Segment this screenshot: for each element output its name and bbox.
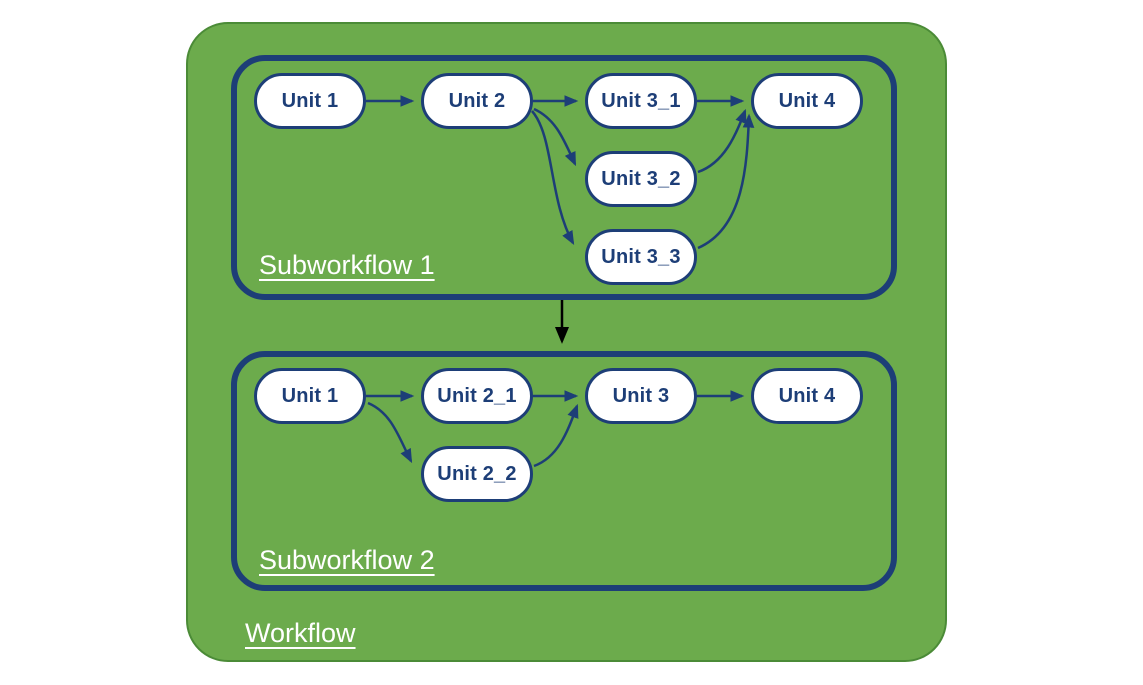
node-sw1-unit4: Unit 4 [751, 73, 863, 129]
node-sw2-unit1: Unit 1 [254, 368, 366, 424]
node-sw1-unit2: Unit 2 [421, 73, 533, 129]
node-sw2-unit2_1: Unit 2_1 [421, 368, 533, 424]
node-sw1-unit1: Unit 1 [254, 73, 366, 129]
workflow-label: Workflow [245, 618, 356, 648]
subworkflow-2-container [231, 351, 897, 591]
subworkflow-1-label: Subworkflow 1 [259, 250, 435, 280]
node-sw2-unit4: Unit 4 [751, 368, 863, 424]
node-sw2-unit3: Unit 3 [585, 368, 697, 424]
node-sw1-unit3_2: Unit 3_2 [585, 151, 697, 207]
node-sw1-unit3_1: Unit 3_1 [585, 73, 697, 129]
node-sw2-unit2_2: Unit 2_2 [421, 446, 533, 502]
subworkflow-2-label: Subworkflow 2 [259, 545, 435, 575]
node-sw1-unit3_3: Unit 3_3 [585, 229, 697, 285]
subworkflow-1-container [231, 55, 897, 300]
